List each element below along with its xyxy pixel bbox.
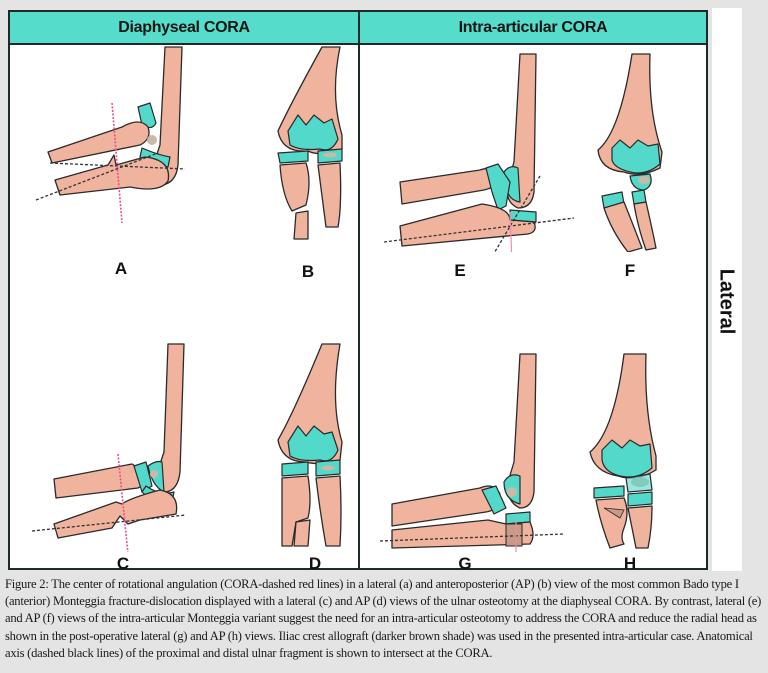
column-header-diaphyseal: Diaphyseal CORA [10, 12, 358, 45]
side-strip [712, 8, 742, 571]
panel-label-a: A [114, 259, 128, 278]
panel-d-illustration [277, 343, 343, 547]
ulna-angulated [603, 201, 643, 252]
ulna [595, 497, 628, 549]
ulna-graft-wedge [603, 507, 625, 519]
panel-b-illustration [277, 46, 343, 240]
anatomical-axis-distal [35, 152, 159, 201]
anatomical-axis [379, 533, 565, 542]
panel-label-d: D [308, 554, 322, 573]
radius [53, 463, 146, 499]
radial-physis [481, 485, 507, 515]
panel-c-illustration [31, 343, 187, 552]
figure-caption: Figure 2: The center of rotational angul… [5, 577, 762, 660]
panel-label-b: B [301, 262, 315, 281]
ulna-proximal [279, 162, 310, 212]
panel-g-illustration [379, 353, 565, 552]
cora-line [509, 211, 513, 252]
ulna-osteotomy [53, 489, 178, 539]
radius-proximal [47, 121, 150, 164]
panel-label-h: H [623, 554, 637, 573]
iliac-crest-allograft [505, 523, 523, 547]
radial-physis [627, 491, 653, 507]
radial-physis [133, 461, 153, 493]
cora-line [111, 102, 123, 224]
panel-e-illustration [383, 53, 575, 252]
panel-a-illustration [35, 46, 186, 224]
panel-label-c: C [116, 554, 130, 573]
radial-head-cartilage [625, 473, 653, 493]
panel-label-f: F [624, 261, 636, 280]
anatomical-axis-distal [383, 217, 575, 243]
ulna-fractured [54, 154, 170, 196]
anatomical-axis-proximal [494, 175, 541, 252]
column-diaphyseal: Diaphyseal CORA A B [10, 12, 360, 573]
radial-physis [281, 461, 309, 477]
panel-f-illustration [597, 53, 663, 252]
side-label-lateral: Lateral [715, 268, 738, 335]
ulna-distal [293, 519, 311, 547]
panel-label-g: G [458, 554, 472, 573]
cora-line [117, 453, 129, 552]
radial-head [147, 135, 157, 145]
distal-humerus-cartilage [287, 114, 339, 151]
radius [315, 475, 342, 547]
ulna [281, 475, 311, 547]
radial-head-cartilage [485, 163, 511, 211]
ulnar-physis [593, 485, 625, 499]
ulna-distal [293, 210, 309, 240]
column-intra-articular: Intra-articular CORA E F [360, 12, 706, 573]
radius [399, 167, 501, 205]
radius [627, 505, 653, 549]
anatomical-axis [31, 514, 187, 532]
distal-humerus-cartilage [611, 139, 661, 174]
column-header-intra-articular: Intra-articular CORA [360, 12, 706, 45]
radial-head [638, 176, 650, 184]
panel-h-illustration [589, 353, 657, 549]
radial-physis [277, 150, 309, 164]
radius-shaft [317, 162, 342, 228]
figure-panel: Diaphyseal CORA A B [8, 10, 708, 573]
radial-head [507, 487, 517, 497]
distal-humerus-cartilage [601, 439, 653, 478]
panel-label-e: E [454, 261, 466, 280]
ulna-osteotomized [391, 519, 534, 549]
radius-angulated [633, 201, 657, 251]
radial-head [150, 470, 158, 478]
radial-head-ossification [321, 465, 335, 471]
radial-head-ossification [323, 152, 337, 158]
